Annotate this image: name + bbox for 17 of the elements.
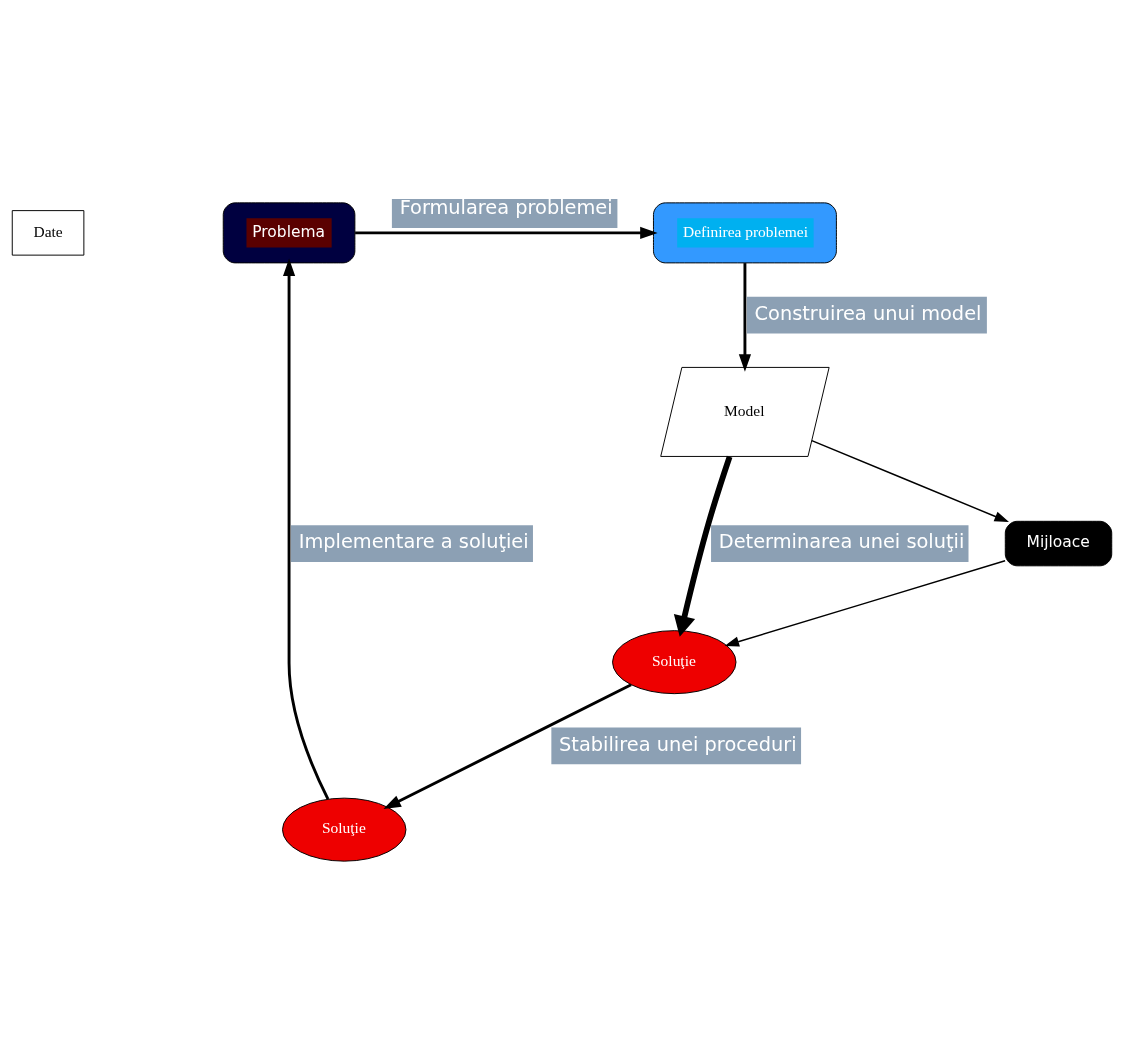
arrow xyxy=(282,258,330,800)
arrow xyxy=(673,455,733,637)
edge-label: Stabilirea unei proceduri xyxy=(559,732,797,756)
arrow xyxy=(383,683,632,809)
arrow xyxy=(811,439,1009,523)
edge-label: Construirea unui model xyxy=(754,301,982,325)
node-box: Problema xyxy=(222,202,356,264)
edge-label: Implementare a soluţiei xyxy=(298,530,529,554)
node-box: Definirea problemei xyxy=(652,202,837,264)
arrow xyxy=(738,263,752,372)
edge-label: Determinarea unei soluţii xyxy=(718,530,965,554)
arrow xyxy=(724,560,1006,647)
arrow xyxy=(355,226,658,239)
node-box: Mijloace xyxy=(1004,520,1113,567)
node-ellipse: Soluţie xyxy=(612,630,737,695)
edge-label: Formularea problemei xyxy=(399,196,613,220)
node-box: Date xyxy=(11,210,85,256)
